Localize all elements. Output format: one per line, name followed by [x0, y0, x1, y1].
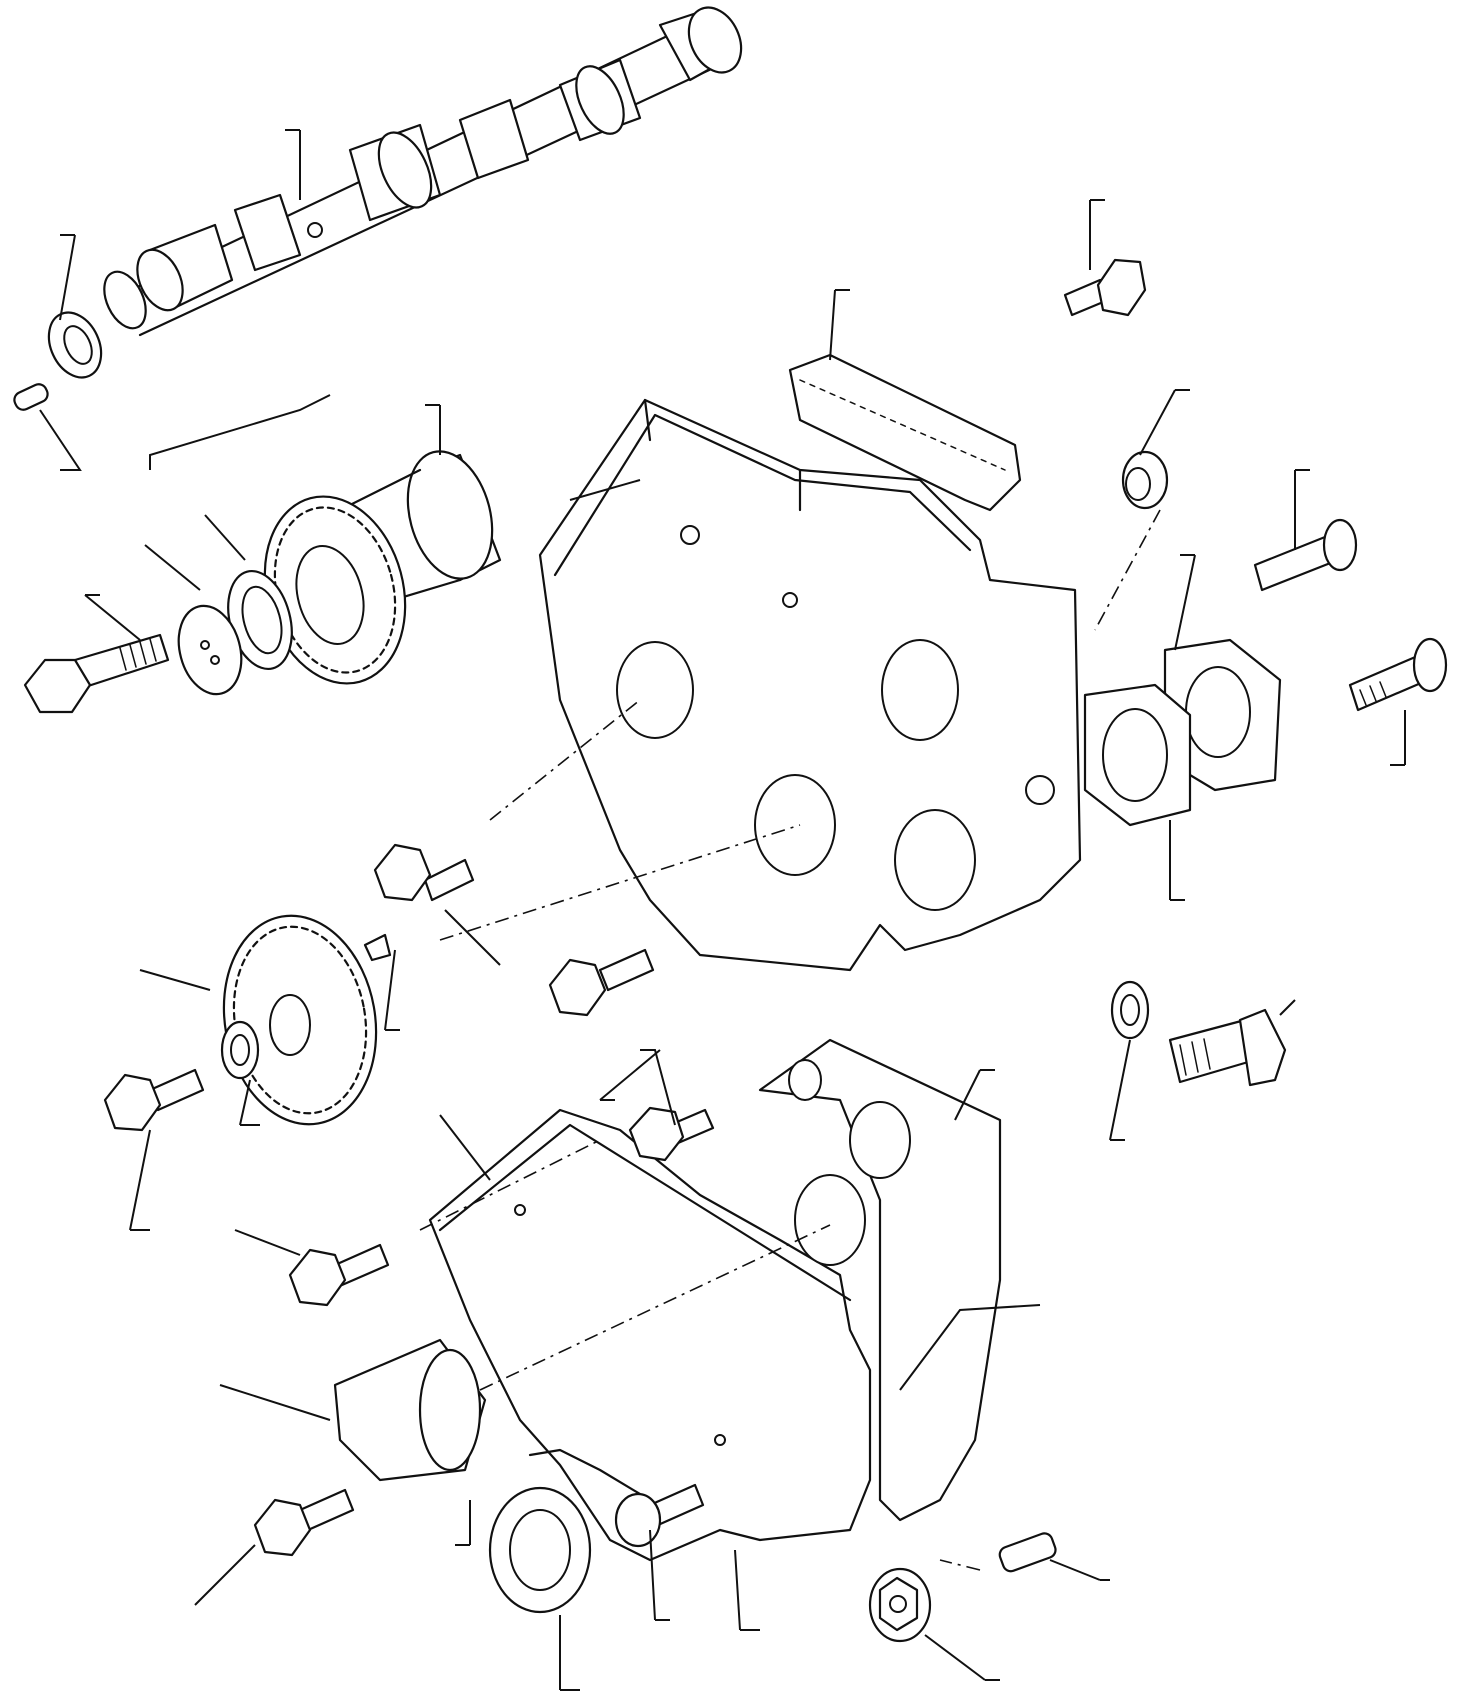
side-bolt: [1168, 1008, 1287, 1087]
top-bolt: [1063, 258, 1147, 317]
timing-case-gasket: [788, 353, 1022, 512]
case-bolt-mid: [548, 948, 655, 1017]
plate-bolt-upper: [1253, 518, 1358, 592]
dowel-pin: [13, 383, 49, 411]
centre-lines: [419, 509, 1161, 1571]
idler-assembly-bracket: [149, 394, 331, 470]
leader-lines: [39, 129, 1406, 1691]
cover-bolt-top: [628, 1106, 715, 1162]
idler-bolt: [23, 633, 170, 714]
flange-nut: [868, 1567, 932, 1643]
cover-bolt-centre: [614, 1483, 705, 1548]
idler-gear: [263, 495, 407, 685]
stud: [998, 1532, 1057, 1573]
side-washer: [1110, 980, 1150, 1040]
camshaft: [103, 6, 743, 337]
housing-cap: [333, 1338, 487, 1482]
timing-case: [538, 398, 1082, 972]
woodruff-key: [363, 933, 392, 962]
cam-gear: [222, 914, 378, 1126]
case-bolt-upper: [373, 843, 475, 902]
plug: [1121, 450, 1169, 510]
gear-bolt: [103, 1068, 205, 1132]
plate-bolt-lower: [1348, 637, 1448, 712]
front-cover-gasket: [758, 1038, 1002, 1522]
cover-plate: [1163, 638, 1282, 792]
front-cover: [428, 1108, 872, 1562]
cover-bolt-left: [288, 1243, 390, 1307]
cover-plate-gasket: [1083, 683, 1192, 827]
idler-bushing: [227, 569, 293, 671]
thrust-washer: [47, 311, 103, 379]
cam-gear-washer: [220, 1020, 260, 1080]
cover-bolt-lower-left: [253, 1488, 355, 1557]
idler-hub: [318, 450, 502, 612]
idler-plate: [177, 604, 243, 696]
front-seal: [488, 1486, 592, 1614]
